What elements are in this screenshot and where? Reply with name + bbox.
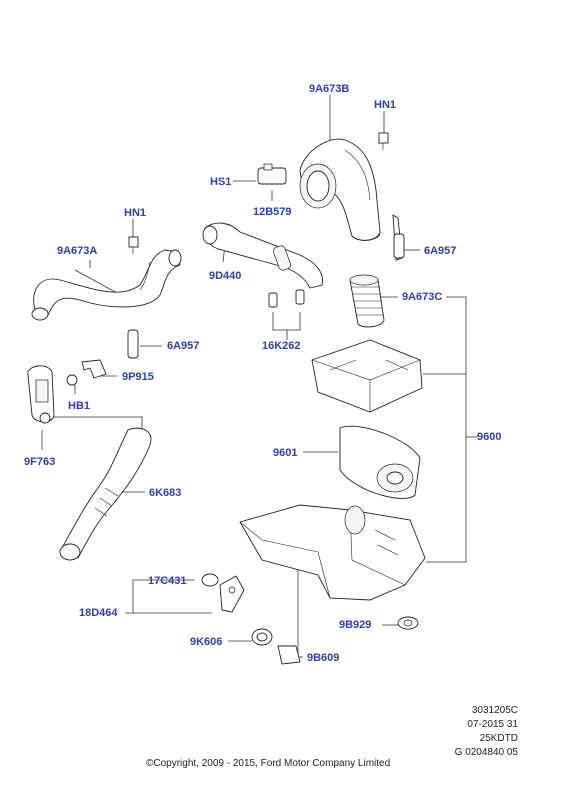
leader-lines [41,95,478,658]
label-HN1-left[interactable]: HN1 [124,207,147,219]
hose-6A957-right [392,214,405,261]
label-18D464[interactable]: 18D464 [79,607,118,619]
label-HB1[interactable]: HB1 [68,400,91,412]
clips-16K262 [268,289,305,308]
label-16K262[interactable]: 16K262 [262,340,301,352]
label-9A673C[interactable]: 9A673C [402,291,443,303]
clip-9B609 [277,645,301,665]
label-9B929[interactable]: 9B929 [339,619,372,631]
bolt-HN1-top [378,132,389,150]
bracket-18D464 [219,575,245,613]
label-9B609[interactable]: 9B609 [307,652,340,664]
bolt-HB1 [66,374,78,386]
grommet-9B929 [397,616,419,630]
label-9K606[interactable]: 9K606 [190,636,223,648]
label-9F763[interactable]: 9F763 [24,456,56,468]
pipe-9D440 [202,222,323,289]
hose-6K683 [59,427,152,561]
label-6K683[interactable]: 6K683 [149,487,182,499]
corrugated-hose-9A673C [349,274,385,328]
filter-element-9601 [339,425,421,499]
hose-6A957-left [127,329,139,359]
label-HS1[interactable]: HS1 [210,176,232,188]
illustration-code: 3031205C [471,705,518,716]
label-6A957-left[interactable]: 6A957 [167,340,200,352]
grommet-17C431 [201,573,219,587]
label-9D440[interactable]: 9D440 [209,270,242,282]
air-cleaner-housing [239,504,426,601]
date-code: 07-2015 31 [467,719,518,730]
bracket-9P915 [81,359,107,379]
label-9A673A[interactable]: 9A673A [57,245,98,257]
bolt-HN1-left [128,236,139,254]
breather-hose-9A673A [31,249,182,321]
label-9601[interactable]: 9601 [273,447,298,459]
reference-code: G 0204840 05 [454,747,518,758]
pcv-valve-9F763 [27,365,55,424]
label-12B579[interactable]: 12B579 [253,206,292,218]
label-17C431[interactable]: 17C431 [148,575,187,587]
air-cleaner-cover [311,339,423,413]
ring-9K606 [251,628,273,646]
label-HN1-top[interactable]: HN1 [374,99,397,111]
label-6A957-right[interactable]: 6A957 [424,245,457,257]
copyright-notice: ©Copyright, 2009 - 2015, Ford Motor Comp… [146,758,391,769]
label-9600[interactable]: 9600 [477,431,502,443]
engine-code: 25KDTD [479,733,518,744]
air-intake-duct-9A673B [257,138,381,241]
label-9P915[interactable]: 9P915 [122,371,154,383]
label-9A673B[interactable]: 9A673B [309,83,350,95]
